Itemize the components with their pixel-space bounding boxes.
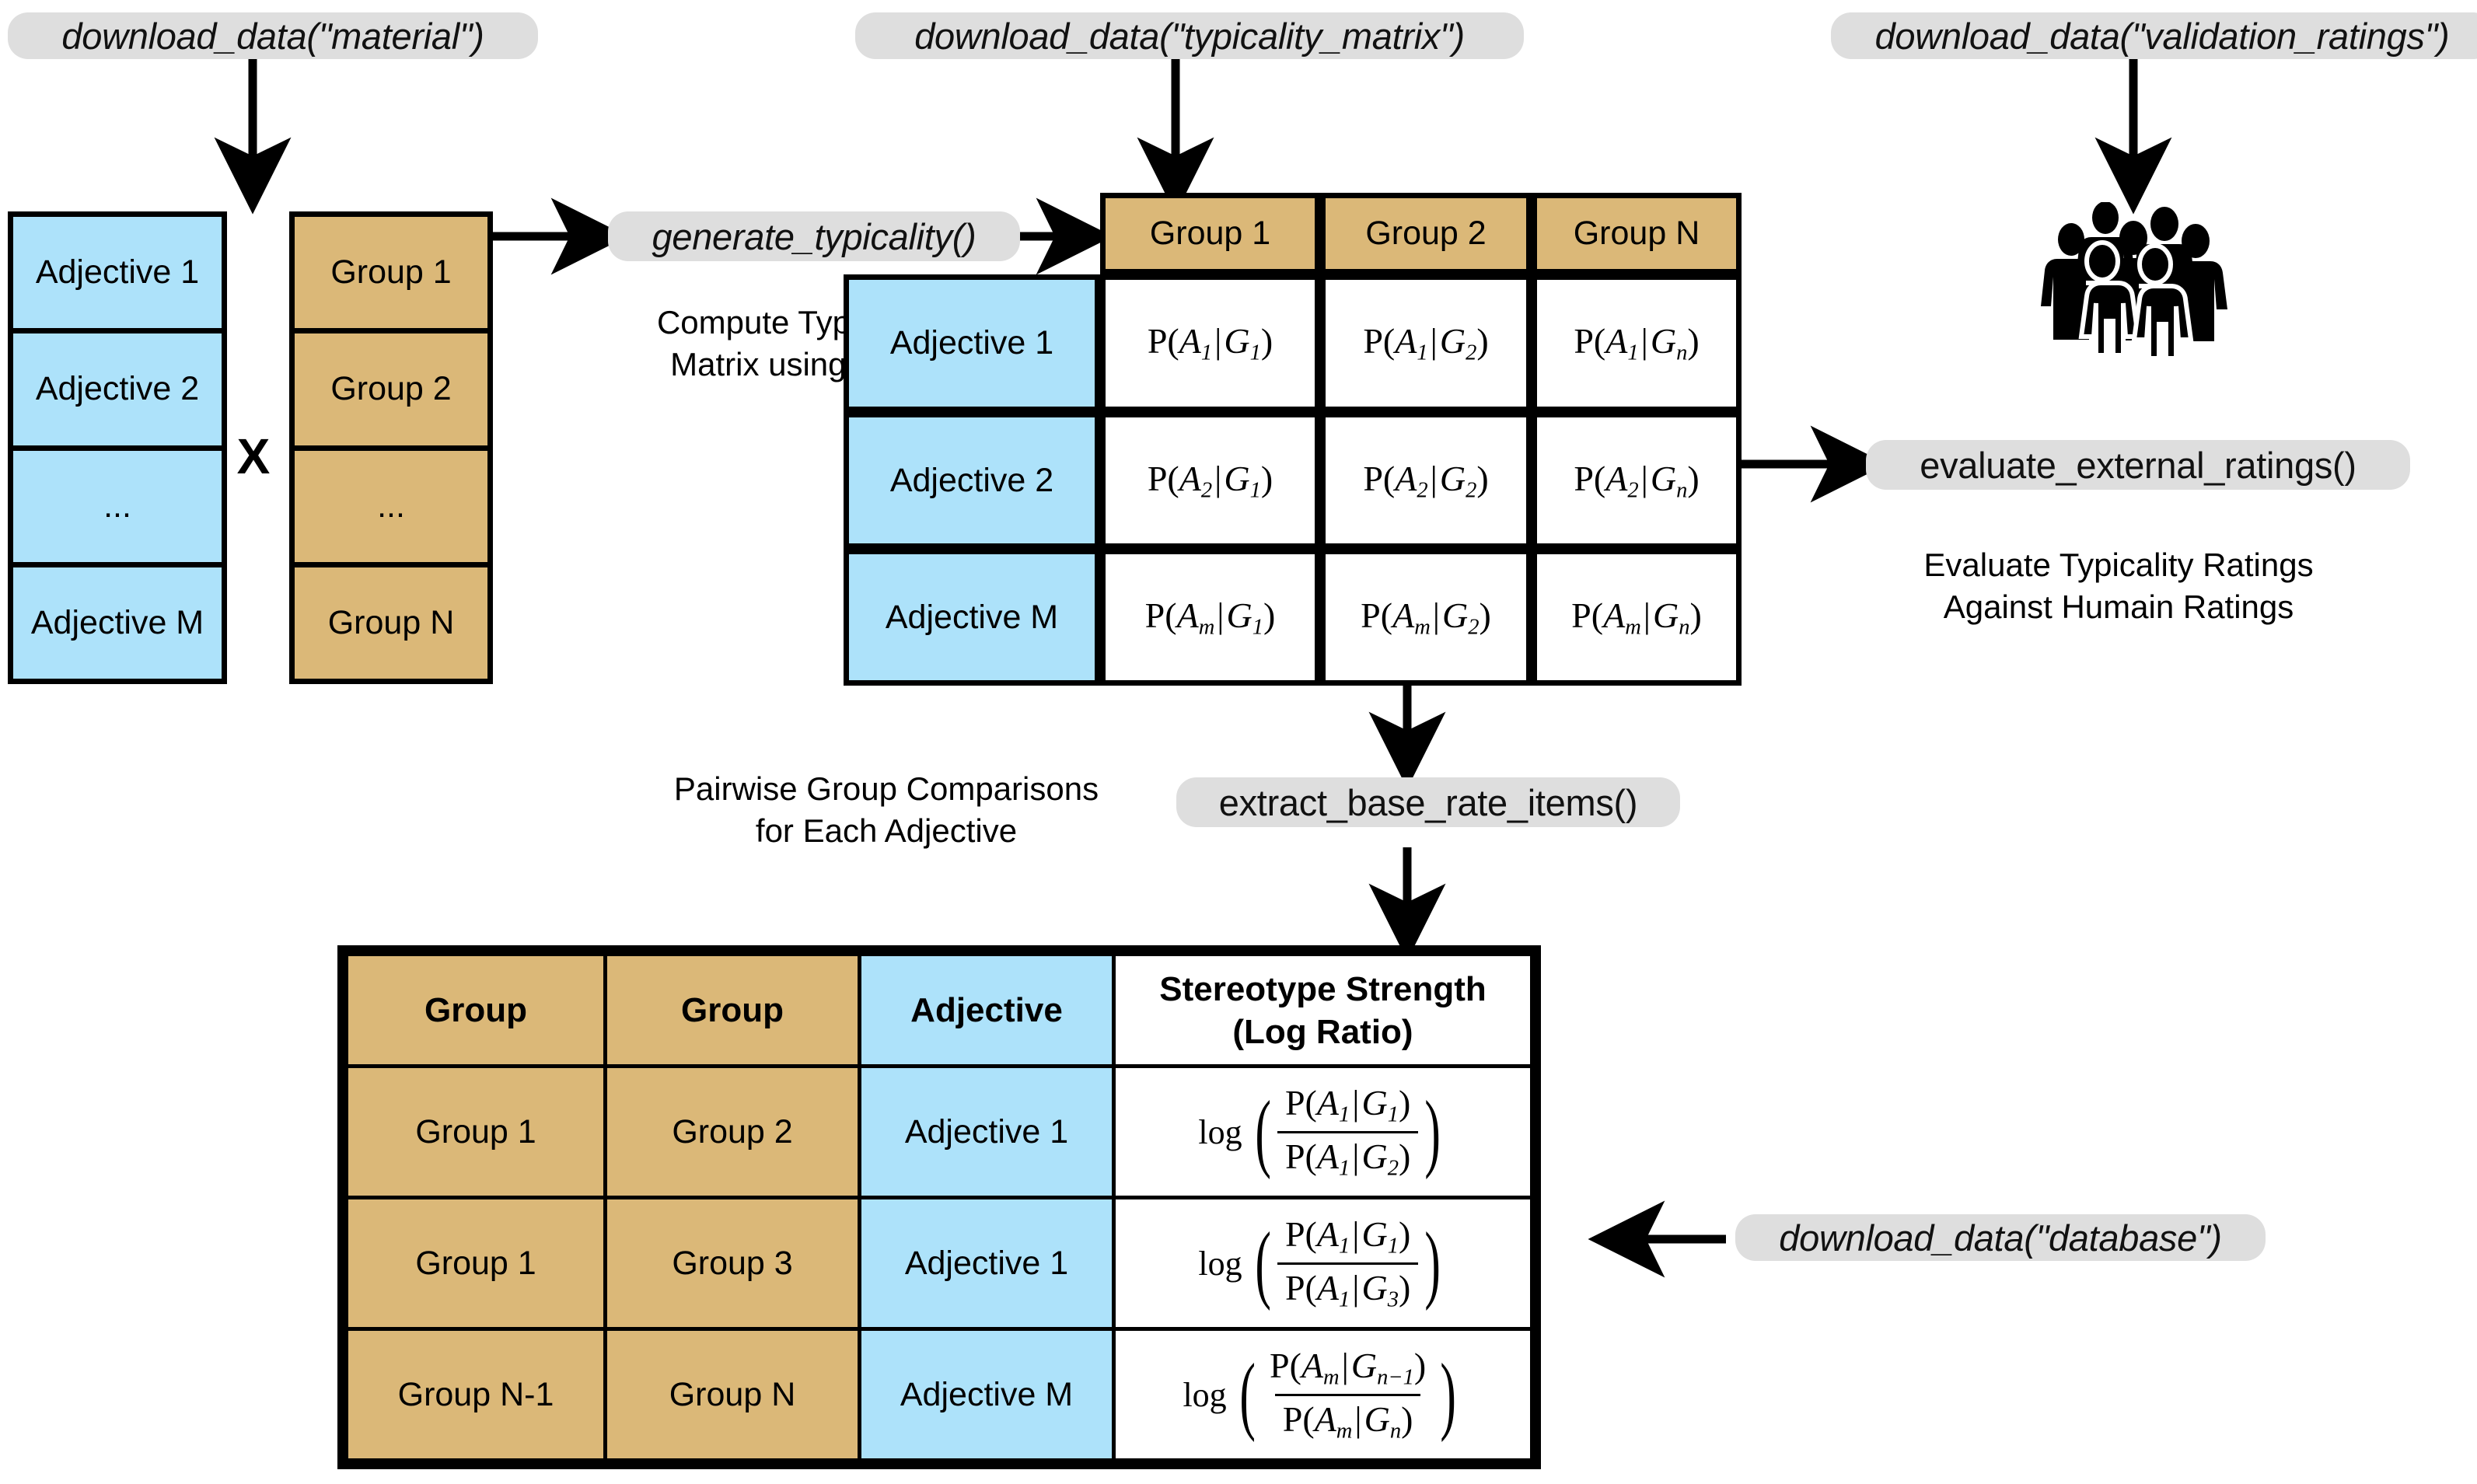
cell-log-ratio: log( P(Am|Gn−1) P(Am|Gn) ) [1112, 1327, 1534, 1462]
cell-group-a: Group 1 [344, 1196, 607, 1332]
group-cell: Group N [295, 567, 487, 679]
cell-log-ratio: log( P(A1|G1) P(A1|G2) ) [1112, 1064, 1534, 1200]
matrix-cell: P(A1|G2) [1320, 274, 1532, 412]
pairwise-comparisons-caption: Pairwise Group Comparisons for Each Adje… [673, 770, 1099, 849]
cell-group-a: Group 1 [344, 1064, 607, 1200]
matrix-col-header: Group 2 [1320, 193, 1532, 274]
cell-adjective: Adjective 1 [858, 1196, 1116, 1332]
crowd-of-people-icon [2037, 201, 2231, 361]
matrix-row-header: Adjective 2 [844, 412, 1100, 549]
group-cell: Group 2 [295, 333, 487, 451]
matrix-cell: P(Am|Gn) [1532, 549, 1742, 686]
adjective-cell: Adjective 2 [13, 333, 222, 451]
matrix-cell: P(Am|G2) [1320, 549, 1532, 686]
table-row: Group N-1 Group N Adjective M log( P(Am|… [344, 1327, 1534, 1462]
probability-expression: P(A2|Gn) [1574, 458, 1700, 503]
probability-expression: P(Am|G2) [1361, 595, 1491, 640]
typicality-matrix: Group 1 Group 2 Group N Adjective 1 Adje… [844, 193, 1742, 686]
matrix-col-header: Group 1 [1100, 193, 1320, 274]
extract-base-rate-items-label[interactable]: extract_base_rate_items() [1176, 777, 1680, 827]
cell-group-b: Group 2 [603, 1064, 861, 1200]
cross-product-symbol: X [236, 428, 271, 484]
column-header-group-b: Group [603, 952, 861, 1069]
cell-adjective: Adjective M [858, 1327, 1116, 1462]
download-typicality-matrix-label[interactable]: download_data("typicality_matrix") [855, 12, 1524, 59]
download-database-label[interactable]: download_data("database") [1735, 1214, 2266, 1261]
probability-expression: P(A1|Gn) [1574, 321, 1700, 365]
group-cell: Group 1 [295, 217, 487, 334]
matrix-cell: P(A1|Gn) [1532, 274, 1742, 412]
table-row: Group 1 Group 2 Adjective 1 log( P(A1|G1… [344, 1064, 1534, 1200]
adjective-cell: Adjective M [13, 567, 222, 679]
column-header-stereotype-strength: Stereotype Strength (Log Ratio) [1112, 952, 1534, 1069]
probability-expression: P(A1|G2) [1363, 321, 1489, 365]
probability-expression: P(Am|G1) [1144, 595, 1276, 640]
group-cell: ... [295, 450, 487, 567]
adjective-cell: ... [13, 450, 222, 567]
cell-adjective: Adjective 1 [858, 1064, 1116, 1200]
probability-expression: P(A1|G1) [1147, 321, 1273, 365]
table-header-row: Group Group Adjective Stereotype Strengt… [344, 952, 1534, 1069]
matrix-col-header: Group N [1532, 193, 1742, 274]
group-column: Group 1 Group 2 ... Group N [289, 211, 493, 684]
download-validation-ratings-label[interactable]: download_data("validation_ratings") [1831, 12, 2477, 59]
matrix-row-header: Adjective 1 [844, 274, 1100, 412]
cell-group-a: Group N-1 [344, 1327, 607, 1462]
cell-log-ratio: log( P(A1|G1) P(A1|G3) ) [1112, 1196, 1534, 1332]
column-header-adjective: Adjective [858, 952, 1116, 1069]
cell-group-b: Group 3 [603, 1196, 861, 1332]
evaluate-against-human-caption: Evaluate Typicality Ratings Against Huma… [1923, 546, 2314, 625]
table-row: Group 1 Group 3 Adjective 1 log( P(A1|G1… [344, 1196, 1534, 1332]
download-material-label[interactable]: download_data("material") [8, 12, 538, 59]
probability-expression: P(Am|Gn) [1571, 595, 1702, 640]
generate-typicality-label[interactable]: generate_typicality() [608, 211, 1020, 261]
matrix-cell: P(A2|Gn) [1532, 412, 1742, 549]
matrix-cell: P(A1|G1) [1100, 274, 1320, 412]
cell-group-b: Group N [603, 1327, 861, 1462]
matrix-cell: P(Am|G1) [1100, 549, 1320, 686]
matrix-row-header: Adjective M [844, 549, 1100, 686]
evaluate-external-ratings-label[interactable]: evaluate_external_ratings() [1866, 440, 2410, 490]
column-header-group-a: Group [344, 952, 607, 1069]
probability-expression: P(A2|G1) [1147, 458, 1273, 503]
probability-expression: P(A2|G2) [1363, 458, 1489, 503]
matrix-cell: P(A2|G2) [1320, 412, 1532, 549]
matrix-cell: P(A2|G1) [1100, 412, 1320, 549]
base-rate-items-table: Group Group Adjective Stereotype Strengt… [337, 945, 1541, 1469]
adjective-column: Adjective 1 Adjective 2 ... Adjective M [8, 211, 227, 684]
adjective-cell: Adjective 1 [13, 217, 222, 334]
